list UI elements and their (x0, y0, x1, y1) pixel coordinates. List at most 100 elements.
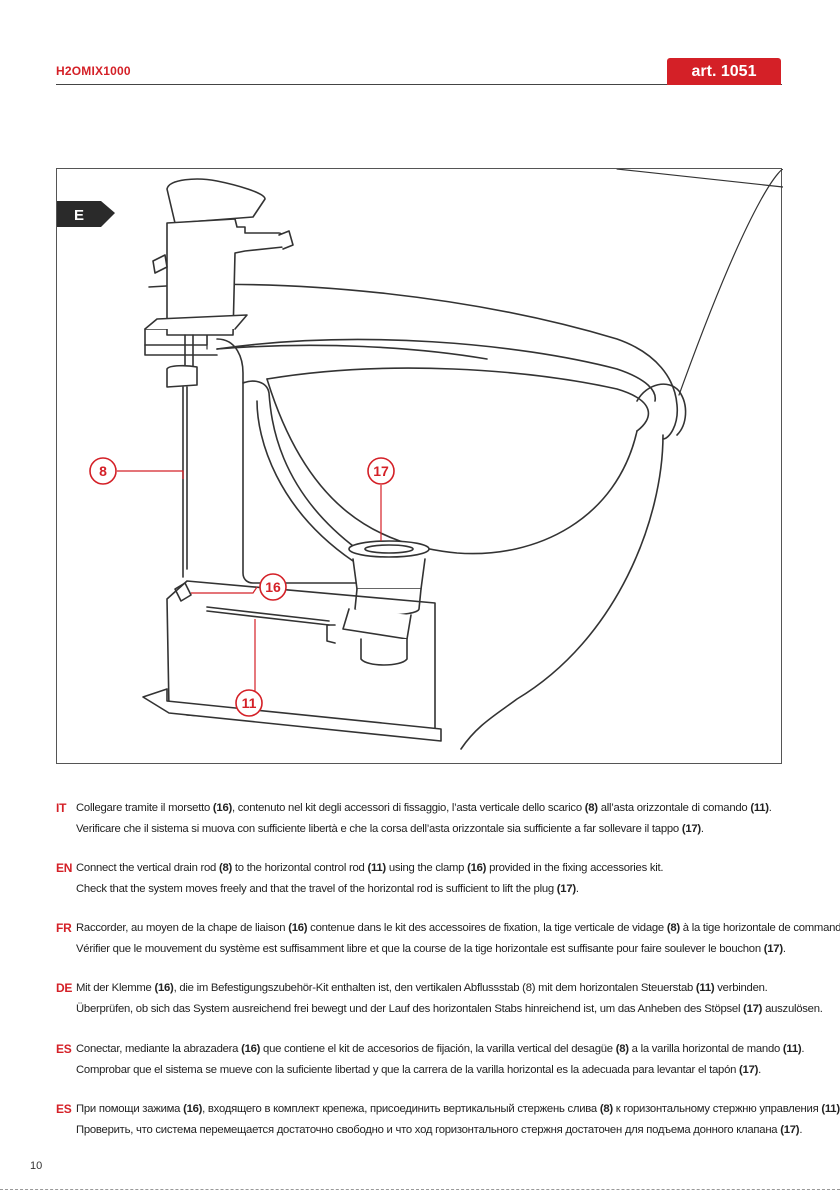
bidet-diagram: 8 17 16 11 E (57, 169, 783, 750)
instruction-text: . (782, 943, 786, 955)
instruction-text: Connect the vertical drain rod (76, 862, 219, 874)
callout-label-11: 11 (242, 695, 257, 711)
language-code: EN (56, 861, 73, 875)
callout-label-17: 17 (373, 463, 389, 479)
instruction-text: Collegare tramite il morsetto (76, 802, 213, 814)
part-reference: (17) (681, 823, 701, 835)
instruction-text: contenue dans le kit des accessoires de … (307, 922, 667, 934)
instruction-text: provided in the fixing accessories kit. (486, 862, 664, 874)
callout-17 (367, 457, 395, 485)
part-reference: (16) (212, 802, 232, 814)
model-code: H2OMIX1000 (56, 64, 131, 78)
part-reference: (17) (556, 883, 576, 895)
part-reference: (8) (666, 922, 680, 934)
instruction-block: ES При помощи зажима (16), входящего в ко… (56, 1099, 840, 1141)
part-reference: (11) (367, 862, 386, 874)
instruction-text: Raccorder, au moyen de la chape de liais… (76, 922, 289, 934)
instruction-block: IT Collegare tramite il morsetto (16), co… (56, 798, 836, 840)
instruction-line: Collegare tramite il morsetto (16), cont… (76, 798, 836, 819)
part-reference: (11) (695, 982, 715, 994)
instruction-text: à la tige horizontale de commande (679, 922, 840, 934)
part-reference: (8) (584, 802, 598, 814)
instruction-line: Mit der Klemme (16), die im Befestigungs… (76, 978, 836, 999)
instruction-text: using the clamp (385, 862, 468, 874)
instruction-text: Verificare che il sistema si muova con s… (76, 823, 682, 835)
part-reference: (8) (615, 1043, 629, 1055)
instruction-text: , die im Befestigungszubehör-Kit enthalt… (173, 982, 696, 994)
section-tab-shape (57, 201, 115, 227)
part-reference: (16) (467, 862, 487, 874)
article-tab: art. 1051 (667, 58, 781, 85)
instruction-line: Conectar, mediante la abrazadera (16) qu… (76, 1039, 836, 1060)
bottom-divider (0, 1189, 840, 1190)
part-reference: (17) (780, 1124, 800, 1136)
header-divider (56, 84, 782, 85)
callout-16 (259, 573, 287, 601)
instruction-text: . (700, 823, 704, 835)
instruction-line: Check that the system moves freely and t… (76, 879, 836, 900)
part-reference: (16) (154, 982, 174, 994)
part-reference: (16) (241, 1043, 261, 1055)
instruction-line: Проверить, что система перемещается дост… (76, 1120, 836, 1141)
instruction-text: que contiene el kit de accesorios de fij… (260, 1043, 616, 1055)
instruction-text: , входящего в комплект крепежа, присоеди… (202, 1103, 600, 1115)
part-reference: (16) (288, 922, 308, 934)
language-code: FR (56, 921, 72, 935)
part-reference: (11) (821, 1103, 840, 1115)
instruction-text: , contenuto nel kit degli accessori di f… (232, 802, 585, 814)
drain-plug-17 (326, 540, 430, 666)
instruction-text: Mit der Klemme (76, 982, 155, 994)
part-reference: (17) (743, 1003, 763, 1015)
instruction-text: . (768, 802, 772, 814)
instruction-text: . (799, 1124, 803, 1136)
instruction-line: Verificare che il sistema si muova con s… (76, 819, 836, 840)
section-label: E (74, 207, 84, 224)
callout-11 (235, 689, 263, 717)
part-reference: (17) (739, 1064, 759, 1076)
language-code: ES (56, 1042, 72, 1056)
instruction-text: к горизонтальному стержню управления (612, 1103, 822, 1115)
callout-label-8: 8 (99, 463, 107, 479)
language-code: ES (56, 1102, 72, 1116)
part-reference: (17) (763, 943, 783, 955)
part-reference: (11) (782, 1043, 802, 1055)
faucet-body (144, 178, 294, 370)
part-reference: (11) (750, 802, 769, 814)
instruction-line: Comprobar que el sistema se mueve con la… (76, 1060, 836, 1081)
instruction-text: a la varilla horizontal de mando (628, 1043, 783, 1055)
bidet-side-wall (216, 338, 358, 584)
instruction-line: Vérifier que le mouvement du système est… (76, 939, 836, 960)
language-code: IT (56, 801, 67, 815)
instruction-text: Check that the system moves freely and t… (76, 883, 557, 895)
instruction-text: Überprüfen, ob sich das System ausreiche… (76, 1003, 744, 1015)
bidet-rim (148, 283, 679, 440)
bidet-bowl (266, 378, 638, 555)
bidet-base (142, 688, 442, 742)
language-code: DE (56, 981, 73, 995)
instruction-block: FR Raccorder, au moyen de la chape de lia… (56, 918, 840, 960)
instruction-line: Connect the vertical drain rod (8) to th… (76, 858, 836, 879)
flexible-hose (242, 380, 358, 550)
horizontal-control-rod (206, 606, 330, 626)
instruction-line: Überprüfen, ob sich das System ausreiche… (76, 999, 836, 1020)
instruction-text: . (758, 1064, 762, 1076)
callout-8 (89, 457, 117, 485)
article-number: art. 1051 (691, 62, 757, 80)
instruction-text: auszulösen. (762, 1003, 823, 1015)
instruction-text: Conectar, mediante la abrazadera (76, 1043, 242, 1055)
instruction-text: to the horizontal control rod (232, 862, 368, 874)
instruction-text: Comprobar que el sistema se mueve con la… (76, 1064, 740, 1076)
instruction-text: При помощи зажима (76, 1103, 184, 1115)
instruction-text: all’asta orizzontale di comando (597, 802, 751, 814)
instruction-text: . (801, 1043, 805, 1055)
instruction-text: Vérifier que le mouvement du système est… (76, 943, 764, 955)
installation-figure: 8 17 16 11 E (56, 168, 783, 764)
part-reference: (16) (183, 1103, 203, 1115)
page-number: 10 (30, 1160, 43, 1172)
vertical-drain-rod (182, 386, 188, 578)
instruction-text: verbinden. (714, 982, 768, 994)
callout-label-16: 16 (265, 579, 281, 595)
part-reference: (8) (599, 1103, 613, 1115)
